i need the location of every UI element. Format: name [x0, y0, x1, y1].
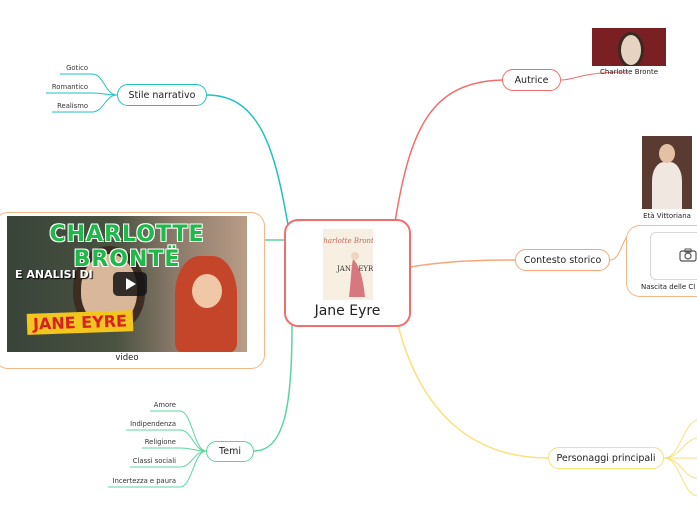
- contesto-label: Contesto storico: [524, 255, 602, 266]
- autrice-label: Autrice: [515, 75, 549, 86]
- link-personaggi: [398, 325, 548, 458]
- temi-item-amore[interactable]: Amore: [100, 401, 176, 409]
- link-stile: [207, 95, 288, 225]
- book-author-script: Charlotte Brontë: [323, 237, 373, 245]
- video-thumbnail[interactable]: CHARLOTTE BRONTË E ANALISI DI JANE EYRE: [7, 216, 247, 352]
- central-title: Jane Eyre: [286, 303, 409, 319]
- link-personaggi-out-1: [664, 420, 697, 458]
- temi-node[interactable]: Temi: [206, 441, 254, 462]
- camera-icon: [679, 248, 697, 262]
- charlotte-bronte-portrait: [592, 28, 666, 66]
- stile-label: Stile narrativo: [128, 90, 195, 101]
- personaggi-node[interactable]: Personaggi principali: [548, 447, 664, 469]
- temi-item-indipendenza[interactable]: Indipendenza: [100, 420, 176, 428]
- video-thumb-subtitle: E ANALISI DI: [15, 268, 93, 281]
- video-thumb-heading: CHARLOTTE BRONTË: [7, 222, 247, 272]
- temi-label: Temi: [219, 446, 241, 457]
- personaggi-label: Personaggi principali: [556, 453, 655, 464]
- contesto-node[interactable]: Contesto storico: [515, 249, 610, 271]
- link-autrice: [395, 80, 502, 222]
- stile-node[interactable]: Stile narrativo: [117, 84, 207, 106]
- central-node[interactable]: Charlotte Brontë JANE EYRE Jane Eyre: [284, 219, 411, 327]
- author-image-caption: Charlotte Bronte: [592, 68, 666, 76]
- link-temi-item-3: [142, 448, 206, 451]
- book-cover-image: Charlotte Brontë JANE EYRE: [323, 229, 373, 300]
- autrice-node[interactable]: Autrice: [502, 69, 561, 91]
- stile-item-realismo[interactable]: Realismo: [40, 102, 88, 110]
- contesto-box-caption: Nascita delle Cl: [641, 283, 697, 291]
- play-icon[interactable]: [113, 272, 147, 296]
- video-thumb-title: JANE EYRE: [27, 310, 134, 335]
- temi-item-classi-sociali[interactable]: Classi sociali: [100, 457, 176, 465]
- link-stile-item-2: [46, 93, 117, 95]
- temi-item-incertezza[interactable]: Incertezza e paura: [100, 477, 176, 485]
- stile-item-romantico[interactable]: Romantico: [40, 83, 88, 91]
- temi-item-religione[interactable]: Religione: [100, 438, 176, 446]
- stile-item-gotico[interactable]: Gotico: [40, 64, 88, 72]
- link-contesto: [410, 260, 515, 267]
- video-caption: video: [7, 353, 247, 363]
- victoria-caption: Età Vittoriana: [636, 212, 697, 220]
- victoria-portrait: [642, 136, 692, 209]
